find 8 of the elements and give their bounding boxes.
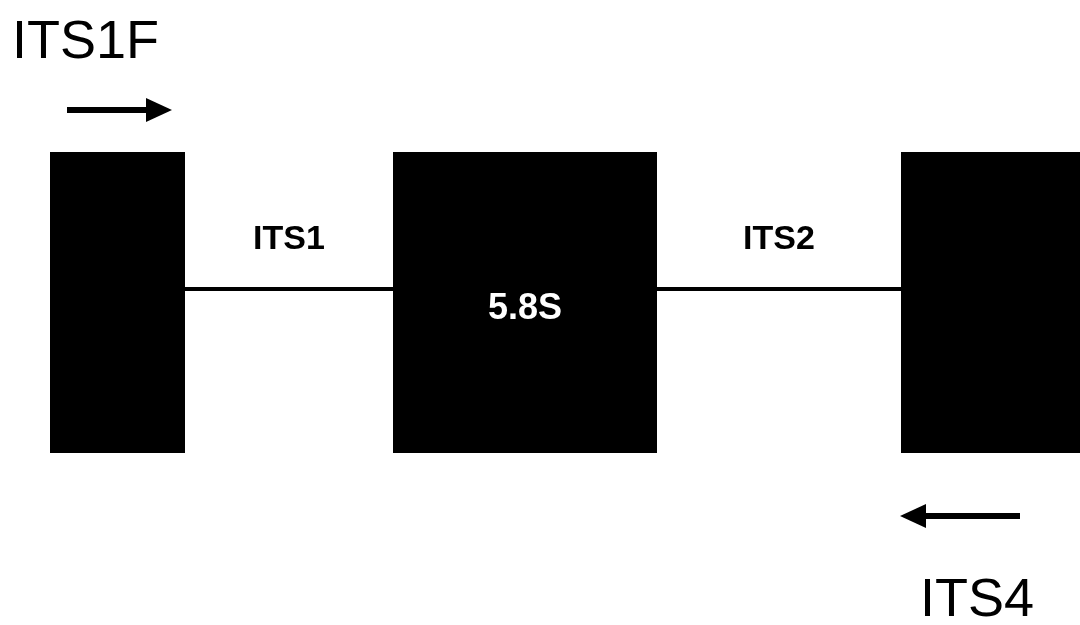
primer-label: ITS1F: [12, 12, 160, 66]
gene-block: [901, 152, 1080, 453]
connector-line: [185, 287, 393, 291]
connector-line: [657, 287, 901, 291]
gene-block: [393, 152, 657, 453]
primer-label: ITS4: [920, 570, 1035, 624]
gene-block: [50, 152, 185, 453]
region-label: 5.8S: [487, 288, 563, 325]
